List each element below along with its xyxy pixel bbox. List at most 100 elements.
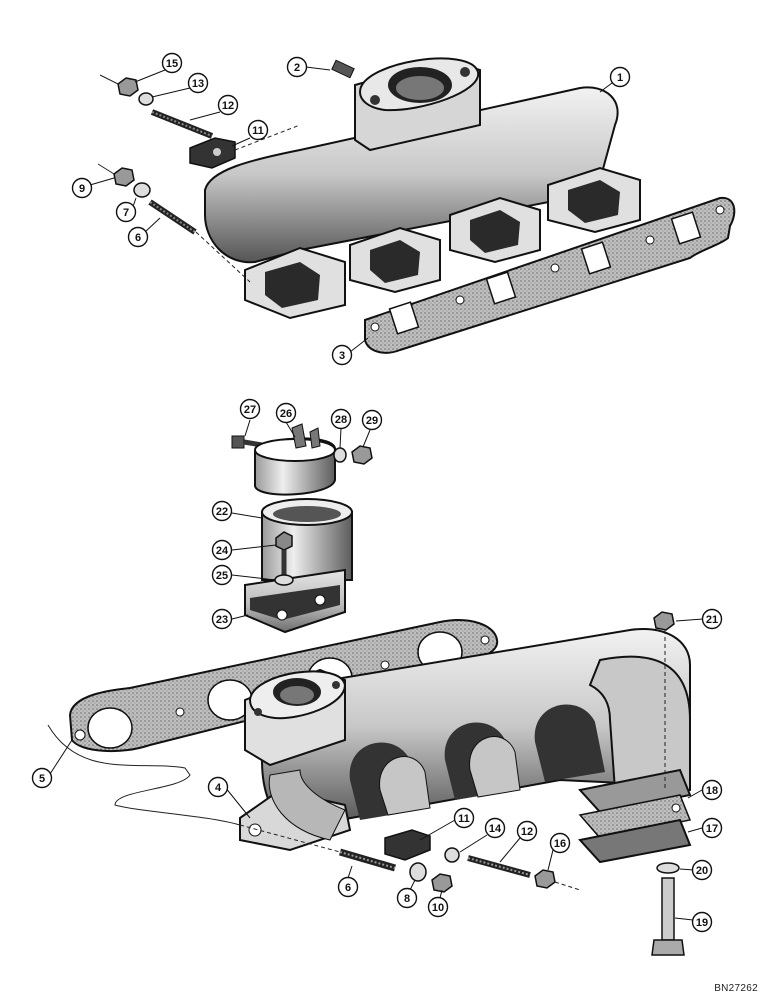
- callout-c24: 24: [211, 539, 233, 561]
- callout-c3: 3: [331, 344, 353, 366]
- callout-c21: 21: [701, 608, 723, 630]
- callout-circle: [701, 608, 723, 630]
- callout-circle: [161, 52, 183, 74]
- intake-gasket: [364, 196, 736, 354]
- callout-c6a: 6: [127, 226, 149, 248]
- callout-c10: 10: [427, 896, 449, 918]
- lower-hardware: [47, 611, 685, 956]
- callout-circle: [211, 500, 233, 522]
- callout-number: 9: [79, 183, 85, 195]
- callout-c2: 2: [286, 56, 308, 78]
- callout-number: 5: [39, 773, 45, 785]
- callout-number: 26: [280, 408, 292, 420]
- callout-number: 11: [458, 813, 470, 825]
- callout-c29: 29: [361, 409, 383, 431]
- callout-circle: [427, 896, 449, 918]
- callout-number: 16: [554, 838, 566, 850]
- callout-number: 14: [489, 823, 502, 835]
- callout-number: 6: [345, 882, 351, 894]
- callout-number: 17: [706, 823, 718, 835]
- callout-circle: [701, 817, 723, 839]
- callout-c5: 5: [31, 767, 53, 789]
- callout-c22: 22: [211, 500, 233, 522]
- callout-circle: [396, 887, 418, 909]
- callout-circle: [211, 608, 233, 630]
- callout-c13: 13: [187, 72, 209, 94]
- callout-c19: 19: [691, 911, 713, 933]
- callout-number: 20: [696, 865, 708, 877]
- callout-number: 19: [696, 917, 708, 929]
- callout-number: 28: [335, 414, 347, 426]
- callout-number: 25: [216, 570, 228, 582]
- callout-c15: 15: [161, 52, 183, 74]
- callout-c27: 27: [239, 398, 261, 420]
- callout-circle: [691, 859, 713, 881]
- callout-circle: [207, 776, 229, 798]
- callout-c18: 18: [701, 779, 723, 801]
- exhaust-manifold: [239, 628, 692, 864]
- callout-c17: 17: [701, 817, 723, 839]
- callout-number: 22: [216, 506, 228, 518]
- callout-circle: [691, 911, 713, 933]
- callout-circle: [127, 226, 149, 248]
- callout-circle: [484, 817, 506, 839]
- callout-number: 6: [135, 232, 141, 244]
- callout-c28: 28: [330, 408, 352, 430]
- callout-c4: 4: [207, 776, 229, 798]
- callout-c1: 1: [609, 66, 631, 88]
- callout-circle: [549, 832, 571, 854]
- callout-number: 11: [252, 125, 264, 137]
- callout-circle: [701, 779, 723, 801]
- callout-circle: [275, 402, 297, 424]
- callout-circle: [361, 409, 383, 431]
- callout-c8: 8: [396, 887, 418, 909]
- clamp-assembly: [231, 423, 373, 496]
- callout-c12a: 12: [217, 94, 239, 116]
- callout-circle: [115, 201, 137, 223]
- callout-c26: 26: [275, 402, 297, 424]
- callout-number: 12: [222, 100, 234, 112]
- manifold-port-flanges: [244, 166, 641, 320]
- callout-number: 10: [432, 902, 444, 914]
- callout-circle: [31, 767, 53, 789]
- callout-c23: 23: [211, 608, 233, 630]
- callout-number: 12: [521, 826, 533, 838]
- callout-number: 24: [216, 545, 229, 557]
- callout-circle: [71, 177, 93, 199]
- callout-c16: 16: [549, 832, 571, 854]
- callout-number: 21: [706, 614, 718, 626]
- callout-circle: [609, 66, 631, 88]
- callout-number: 4: [215, 782, 222, 794]
- callout-circle: [247, 119, 269, 141]
- callout-circle: [516, 820, 538, 842]
- callout-circle: [453, 807, 475, 829]
- callout-c25: 25: [211, 564, 233, 586]
- callout-c20: 20: [691, 859, 713, 881]
- callout-number: 15: [166, 58, 178, 70]
- drawing-reference-code: BN27262: [714, 983, 758, 994]
- carburetor-adapter: [244, 498, 353, 634]
- callout-number: 29: [366, 415, 378, 427]
- callout-number: 13: [192, 78, 204, 90]
- callout-number: 27: [244, 404, 256, 416]
- callout-number: 7: [123, 207, 129, 219]
- callout-number: 18: [706, 785, 718, 797]
- callout-c11a: 11: [247, 119, 269, 141]
- callout-c6b: 6: [337, 876, 359, 898]
- callout-circle: [286, 56, 308, 78]
- callout-circle: [337, 876, 359, 898]
- callouts: 1234566789101111121213141516171819202122…: [31, 52, 723, 933]
- callout-circle: [217, 94, 239, 116]
- upper-hardware: [97, 59, 355, 283]
- callout-circle: [330, 408, 352, 430]
- callout-number: 2: [294, 62, 300, 74]
- callout-c14: 14: [484, 817, 506, 839]
- callout-c9: 9: [71, 177, 93, 199]
- callout-circle: [331, 344, 353, 366]
- callout-number: 3: [339, 350, 345, 362]
- callout-c12b: 12: [516, 820, 538, 842]
- callout-c11b: 11: [453, 807, 475, 829]
- callout-c7: 7: [115, 201, 137, 223]
- callout-number: 23: [216, 614, 228, 626]
